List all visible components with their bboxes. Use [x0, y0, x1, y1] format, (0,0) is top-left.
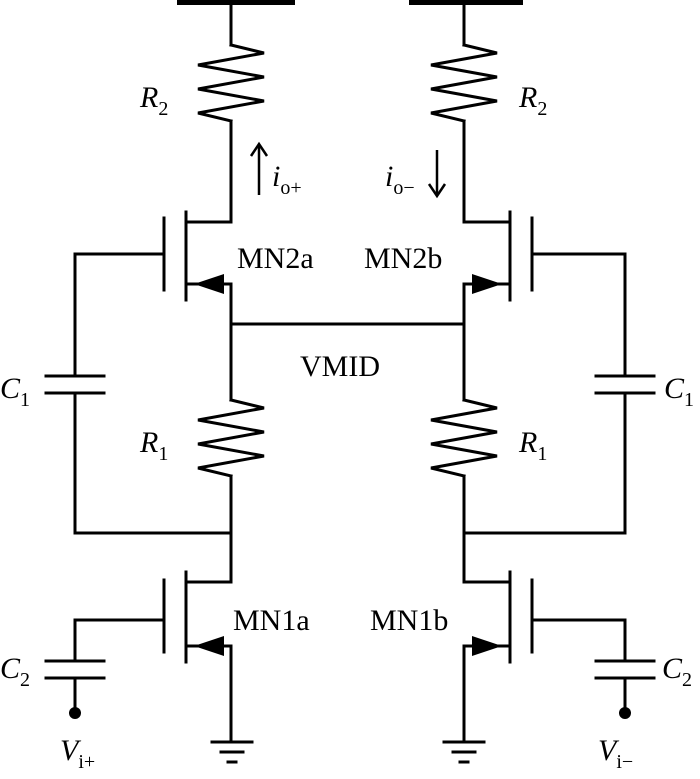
ground-left [210, 740, 254, 764]
mn1b-arrow [472, 636, 502, 656]
vi-plus-terminal [69, 707, 81, 719]
mn1a-transistor [73, 570, 233, 664]
c1-left-label: C1 [0, 372, 30, 411]
vi-plus-label: Vi+ [60, 734, 95, 773]
mn2a-transistor [73, 210, 233, 302]
r1-left-label: R1 [139, 426, 168, 465]
c1-right-label: C1 [664, 372, 694, 411]
vi-minus-label: Vi− [598, 734, 633, 773]
io-minus-label: io− [385, 160, 415, 199]
right-branch [430, 0, 656, 764]
r2-left-label: R2 [139, 81, 168, 120]
r1-right-label: R1 [518, 426, 547, 465]
ground-right [442, 740, 486, 764]
io-plus-label: io+ [272, 160, 302, 199]
r2-left-resistor [197, 43, 265, 123]
mn2a-label: MN2a [237, 242, 314, 275]
mn1b-transistor [462, 570, 627, 664]
r2-right-label: R2 [518, 81, 547, 120]
c2-left-label: C2 [0, 652, 30, 691]
mn2b-label: MN2b [364, 242, 442, 275]
left-branch [44, 0, 265, 764]
mn1b-label: MN1b [370, 604, 448, 637]
mn2b-transistor [462, 210, 627, 302]
c2-right-label: C2 [662, 652, 692, 691]
r2-right-resistor [430, 43, 498, 123]
r1-right-resistor [430, 398, 498, 478]
io-minus-arrow [427, 150, 447, 199]
mn1a-arrow [194, 636, 224, 656]
vi-minus-terminal [619, 707, 631, 719]
io-plus-arrow [249, 141, 269, 195]
mn2a-arrow [194, 274, 224, 294]
r1-left-resistor [197, 398, 265, 478]
mn2b-arrow [472, 274, 502, 294]
vmid-label: VMID [300, 350, 380, 383]
mn1a-label: MN1a [233, 604, 310, 637]
